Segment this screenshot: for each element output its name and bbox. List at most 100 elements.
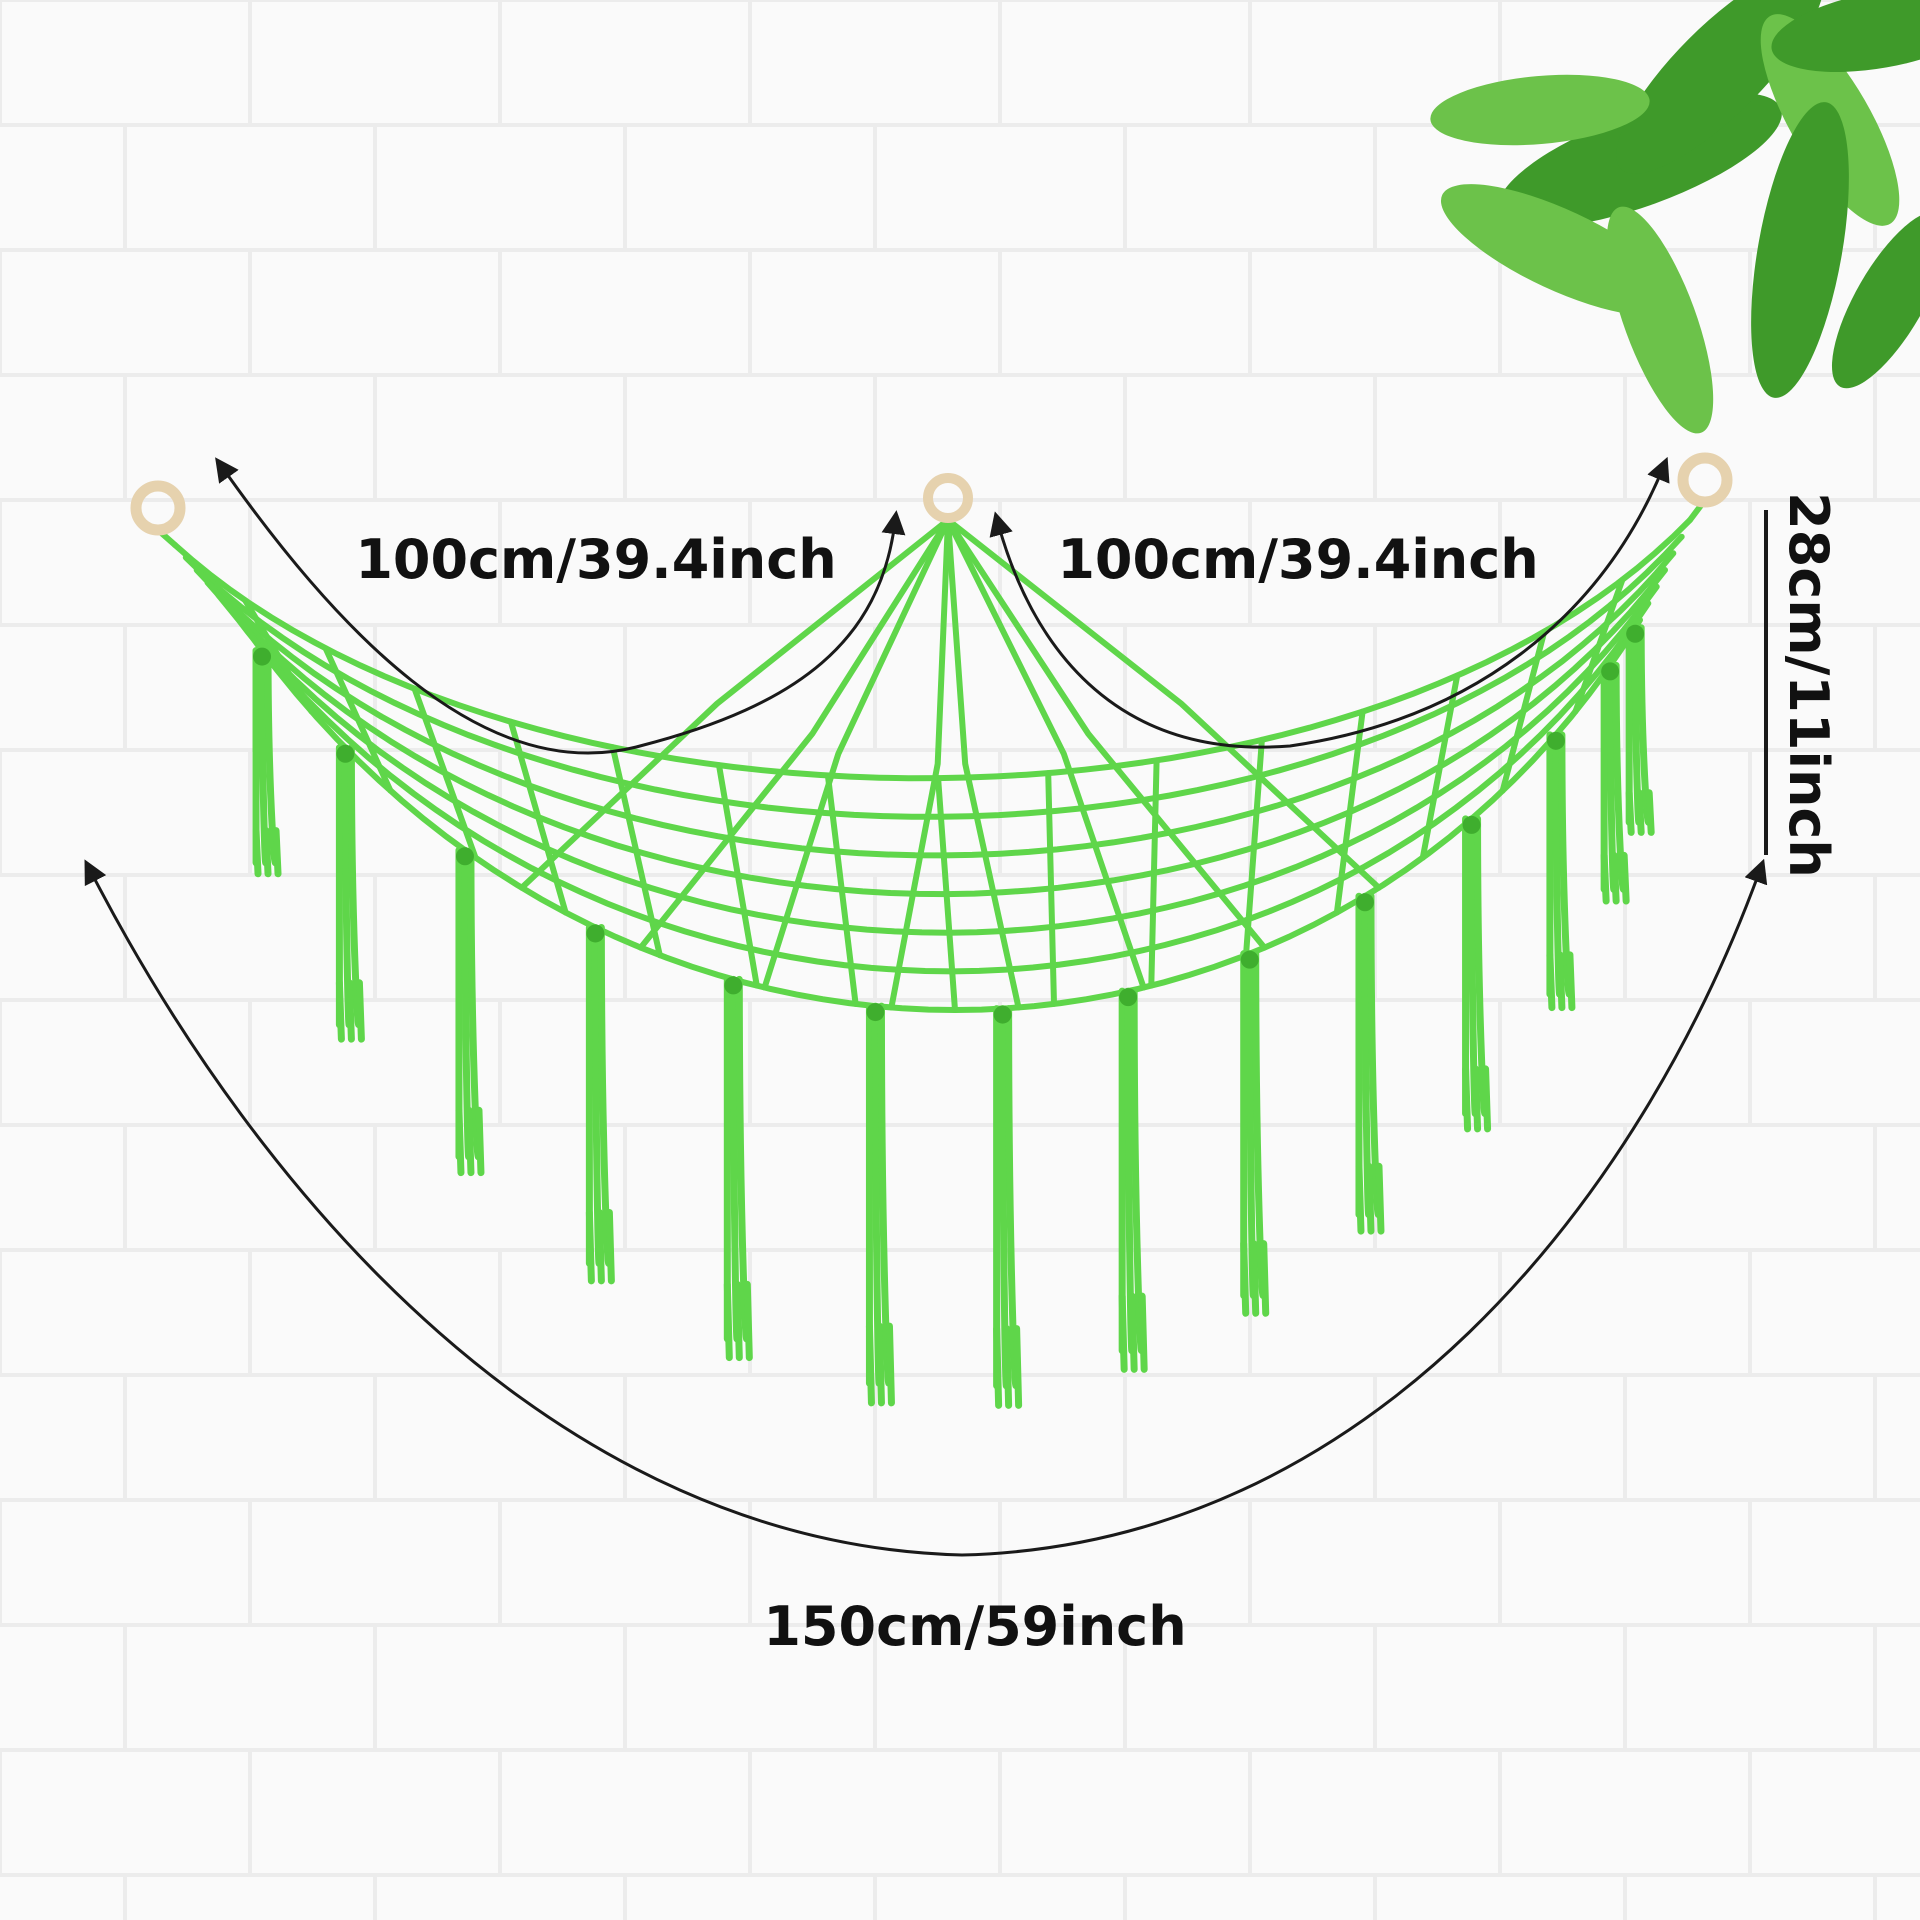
tassel-end [1128,1292,1138,1373]
tassel-end [1462,1065,1472,1133]
net-column [1572,576,1626,715]
net-column [1499,628,1548,794]
tassel-end [993,1325,1003,1409]
net-column [1333,708,1366,916]
tassel-end [875,1322,885,1407]
dimension-labels: 100cm/39.4inch 100cm/39.4inch 28cm/11inc… [355,492,1840,1658]
leaf [1430,74,1650,146]
tassel [723,975,753,1362]
net-column [1419,672,1461,861]
tassel-end [1610,851,1620,905]
net-center-strand [518,517,951,891]
tassel-end [355,979,365,1043]
tassel-end [585,1208,595,1285]
net-column [609,744,663,959]
tassel-end [1013,1325,1023,1409]
net-column [1045,770,1057,1007]
leaf [1831,211,1920,389]
tassel-knot [1119,988,1138,1007]
tassel [335,744,365,1043]
label-total-length: 150cm/59inch [763,1595,1186,1658]
tassel [1546,731,1576,1012]
net-center-strand [945,517,1147,991]
tassel-end [1250,1240,1260,1317]
tassel-knot [1240,950,1259,969]
tassel-end [1355,1162,1365,1235]
tassel-end [335,979,345,1043]
tassel [865,1002,895,1407]
tassel-knot [336,744,355,763]
tassel-knot [993,1005,1012,1024]
tassel-knot [586,924,605,943]
plant-leaves-decoration [1430,0,1920,434]
tassel [1118,987,1148,1373]
tassel-knot [455,847,474,866]
tassel-end [1482,1065,1492,1133]
tassel-end [262,827,272,878]
tassel-end [272,827,282,878]
tassel [585,923,615,1285]
tassel-end [605,1208,615,1285]
tassel-fringe [252,624,1655,1409]
tassel-end [885,1322,895,1407]
tassel-end [1118,1292,1128,1373]
tassel-end [1546,951,1556,1012]
net-center-strand [945,517,1382,891]
tassel-knot [1546,731,1565,750]
tassel-end [743,1280,753,1362]
tassel-end [1240,1240,1250,1317]
leaf [1606,206,1714,434]
tassel-knot [1626,624,1645,643]
net-column [824,772,859,1007]
tassel-end [733,1280,743,1362]
tassel [1625,624,1655,836]
tassel-end [1260,1240,1270,1317]
tassel-end [345,979,355,1043]
net-column [322,645,394,794]
ring-center [923,473,973,523]
tassel [1240,950,1270,1317]
net-center-strand [945,517,1022,1011]
tassel-end [1365,1162,1375,1235]
leaf [1771,0,1920,73]
tassel-end [1600,851,1610,905]
tassel [252,647,282,878]
ring-right [1677,452,1733,508]
tassel-end [1556,951,1566,1012]
net-column [935,775,958,1013]
net-column [411,685,479,861]
label-height: 28cm/11inch [1777,492,1840,878]
tassel-end [1625,789,1635,836]
tassel-knot [1462,815,1481,834]
arrow-right-span [989,456,1670,749]
tassel-end [1620,851,1630,905]
tassel-knot [866,1003,885,1022]
tassel-end [465,1106,475,1177]
arrow-total-length [84,858,1768,1557]
tassel-knot [253,647,272,666]
tassel-end [1003,1325,1013,1409]
net-column [242,597,315,715]
tassel-end [1138,1292,1148,1373]
hanging-rings [130,452,1733,536]
tassel [1462,815,1492,1133]
tassel-end [475,1106,485,1177]
tassel-end [595,1208,605,1285]
tassel-knot [1601,662,1620,681]
net-column [1148,757,1160,989]
net-center-strand [888,517,951,1011]
tassel [1355,892,1385,1235]
tassel-knot [724,976,743,995]
tassel-end [723,1280,733,1362]
tassel-knot [1355,893,1374,912]
label-right-span: 100cm/39.4inch [1057,528,1538,591]
tassel-end [1472,1065,1482,1133]
tassel-end [1375,1162,1385,1235]
label-left-span: 100cm/39.4inch [355,528,836,591]
tassel-end [252,827,262,878]
tassel-end [1645,789,1655,836]
tassel [1600,661,1630,905]
net-center-strand [761,517,951,991]
